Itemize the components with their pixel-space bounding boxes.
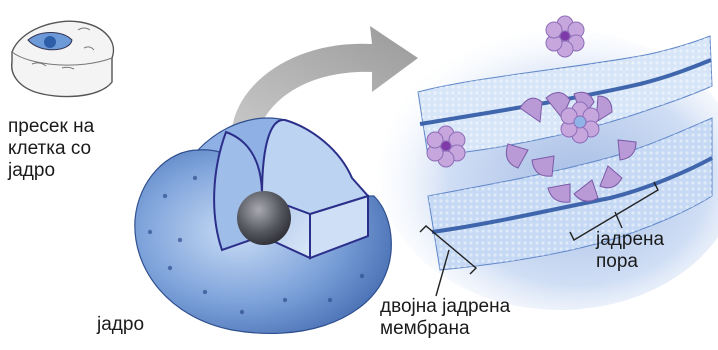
nucleus-illustration [135, 118, 391, 333]
nuclear-pore-label: јадрена пора [596, 229, 706, 273]
cell-section-label: пресек на клетка со јадро [8, 116, 148, 182]
zoom-arrow-icon [232, 26, 418, 132]
double-membrane-label: двојна јадрена мембрана [380, 296, 580, 340]
cell-cross-section-icon [12, 21, 114, 96]
nucleolus [237, 191, 291, 245]
nucleus-label: јадро [97, 314, 144, 336]
